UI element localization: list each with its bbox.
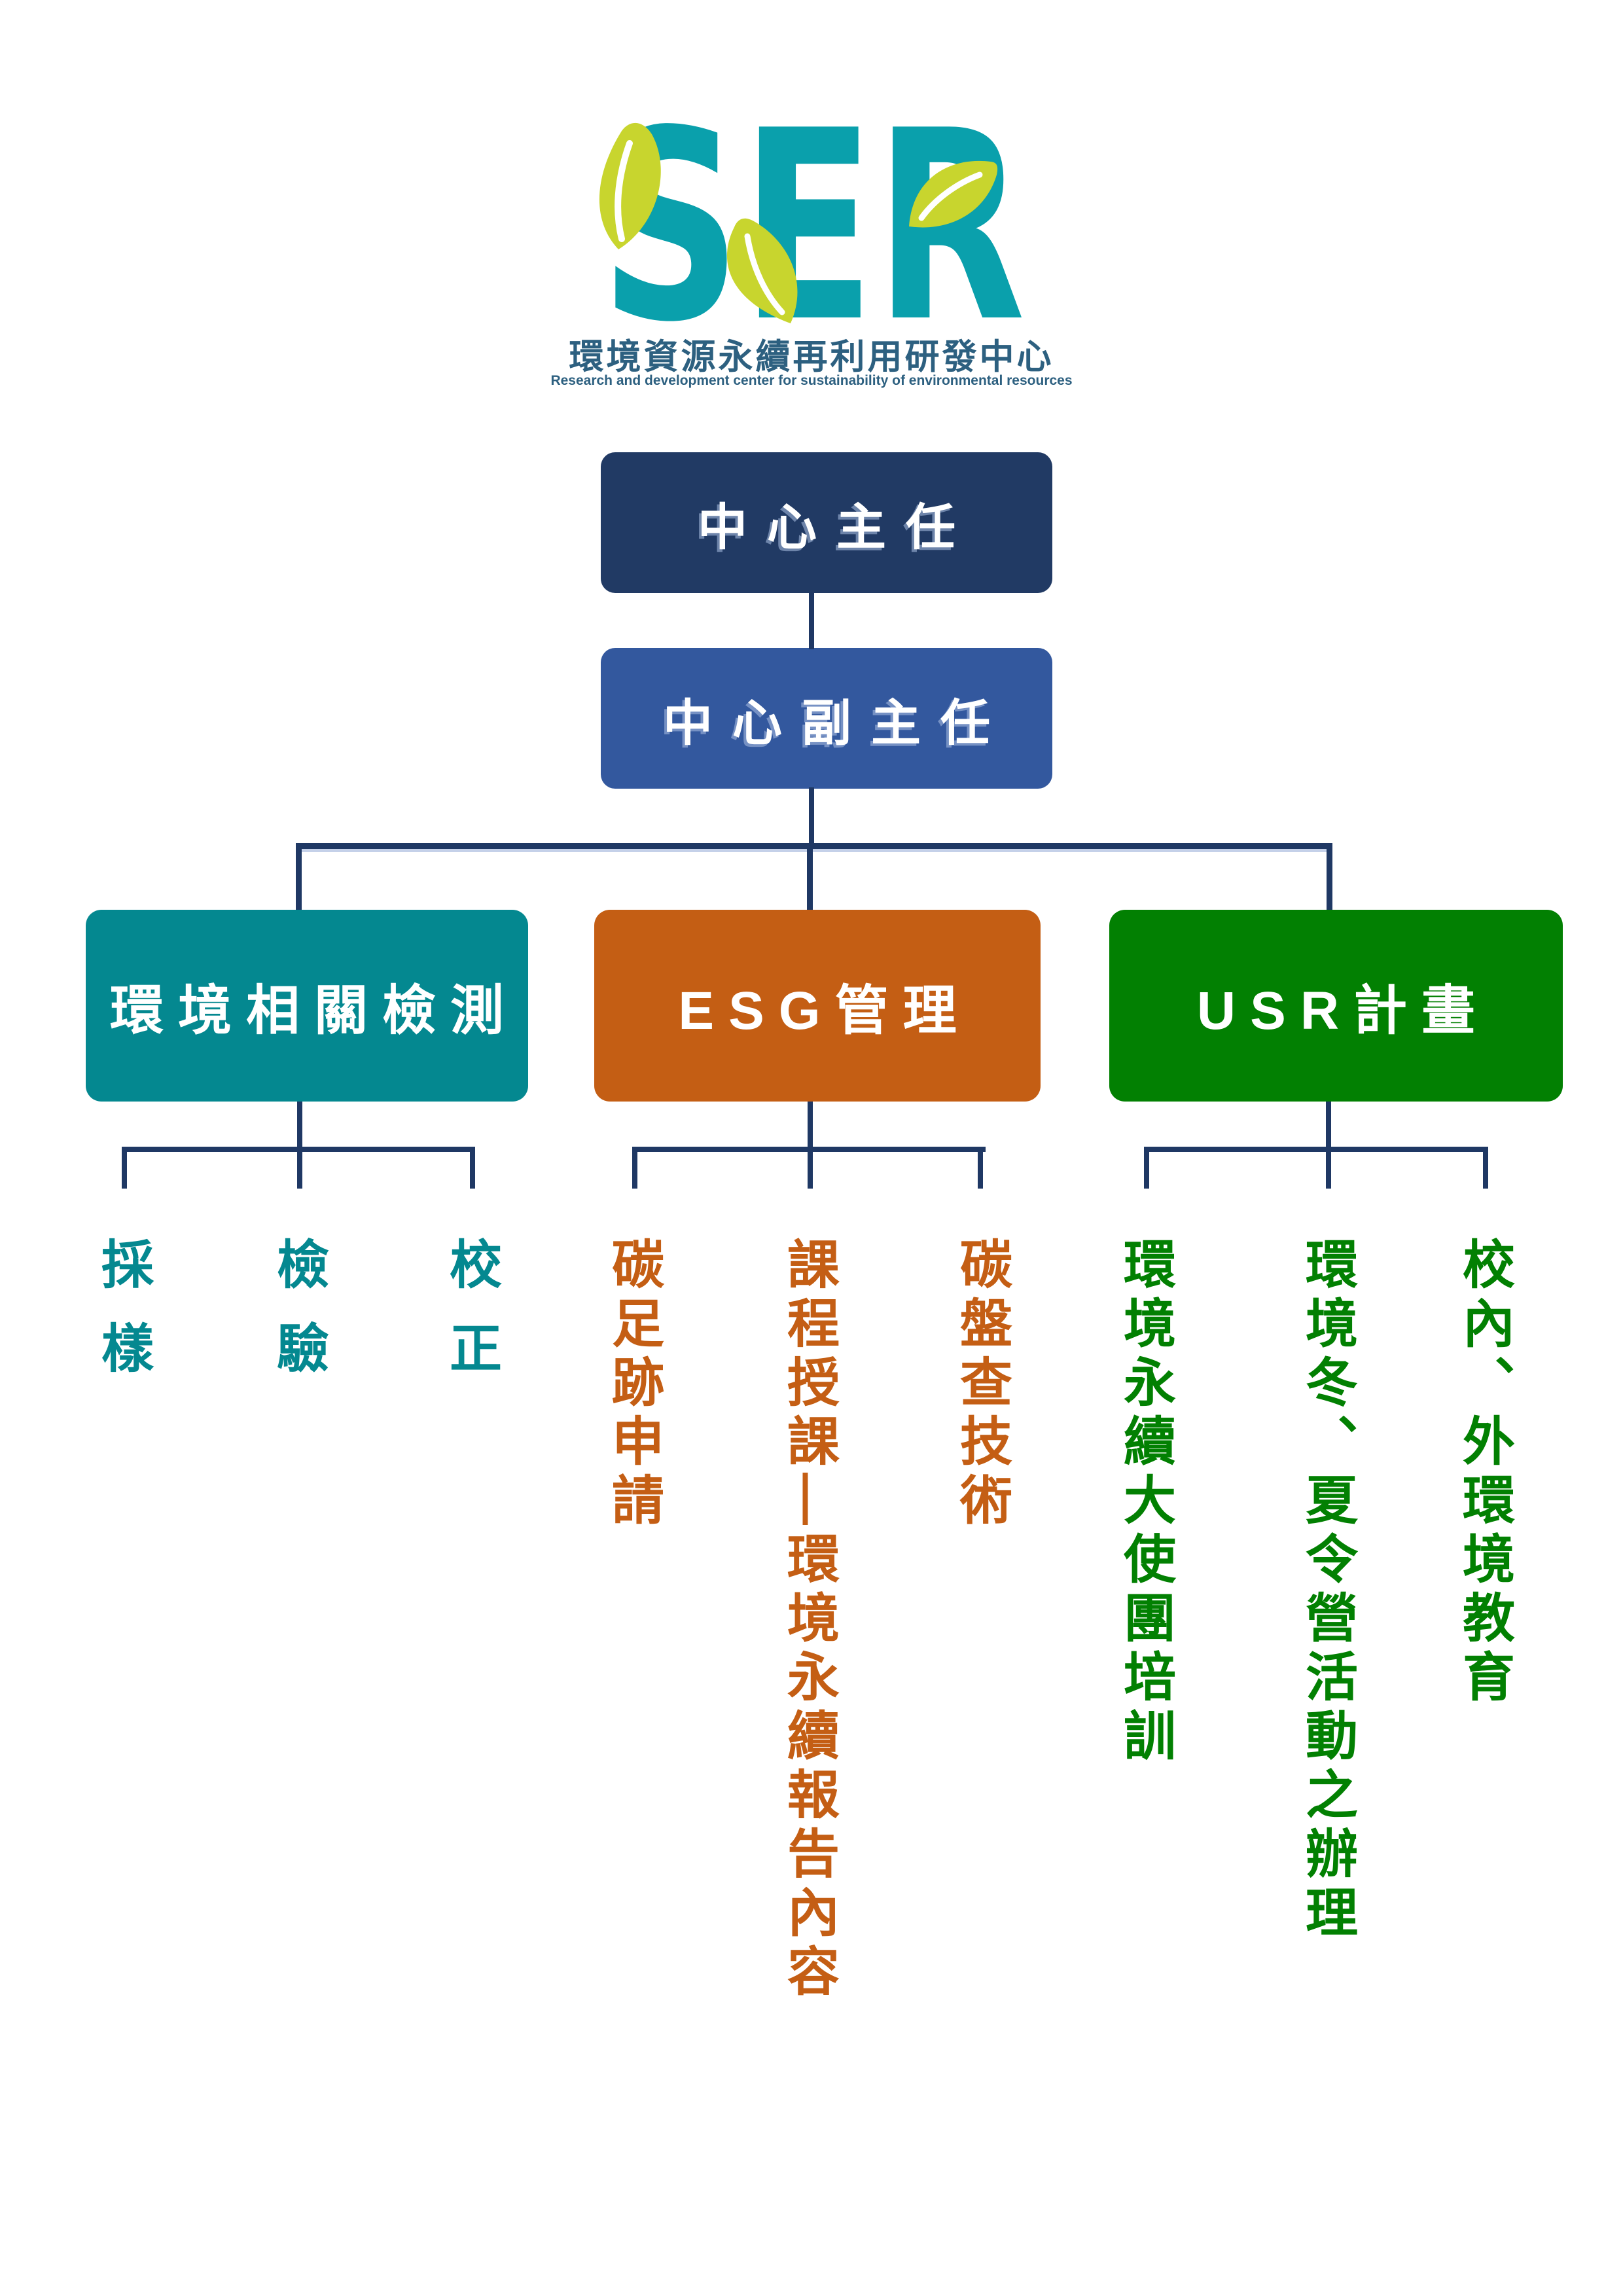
task-on-off-campus-environmental-education: 校內、外環境教育 [1455,1237,1514,1708]
bracket-esg-stem [808,1102,813,1149]
task-course-teaching-sustainability-report: 課程授課—環境永續報告內容 [780,1237,838,2003]
bracket-esg-drop [808,1147,813,1189]
bracket-usr-horizontal [1144,1147,1488,1152]
bracket-testing-stem [297,1102,302,1149]
bracket-usr-drop [1483,1147,1488,1189]
org-node-environmental-testing-label: 環境相關檢測 [109,981,518,1041]
bracket-testing-drop [297,1147,302,1189]
task-calibration: 校正 [442,1237,501,1405]
task-carbon-footprint-application: 碳足跡申請 [605,1237,663,1532]
leaf-icon [909,160,998,228]
org-node-deputy-director-label: 中心副主任 [663,695,1010,751]
task-winter-summer-camp-activities: 環境冬、夏令營活動之辦理 [1298,1237,1357,1944]
bracket-esg-drop [978,1147,983,1189]
org-node-director: 中心主任 [601,452,1052,593]
bracket-usr-drop [1326,1147,1331,1189]
org-node-esg-management: ESG管理 [594,910,1041,1102]
connector-drop-esg [807,848,813,911]
connector-drop-testing [296,848,302,911]
leaf-icon [726,218,798,323]
ser-logo: SER [582,75,1041,380]
bracket-testing-drop [122,1147,127,1189]
org-node-usr-project-label: USR計畫 [1196,981,1490,1041]
bracket-usr-drop [1144,1147,1149,1189]
ser-logo-graphic: SER [599,75,1026,380]
center-name-en: Research and development center for sust… [550,373,1073,388]
task-carbon-inventory-technology: 碳盤查技術 [953,1237,1011,1532]
connector-deputy-stem [809,787,814,845]
center-name-zh: 環境資源永續再利用研發中心 [569,338,1054,376]
task-sustainability-ambassador-training: 環境永續大使團培訓 [1116,1237,1175,1767]
org-node-environmental-testing: 環境相關檢測 [86,910,528,1102]
task-inspection: 檢驗 [270,1237,328,1405]
bracket-testing-drop [470,1147,475,1189]
org-node-deputy-director: 中心副主任 [601,648,1052,789]
org-node-director-label: 中心主任 [698,499,975,556]
bracket-esg-drop [632,1147,637,1189]
connector-director-deputy [809,592,814,649]
bracket-usr-stem [1326,1102,1331,1149]
connector-drop-usr [1327,848,1332,911]
ser-acronym-text: SER [600,121,1026,324]
task-sampling: 採樣 [94,1237,152,1405]
org-node-usr-project: USR計畫 [1109,910,1563,1102]
org-node-esg-management-label: ESG管理 [678,981,971,1041]
connector-main-horizontal [296,843,1332,849]
leaf-icon [599,122,661,249]
